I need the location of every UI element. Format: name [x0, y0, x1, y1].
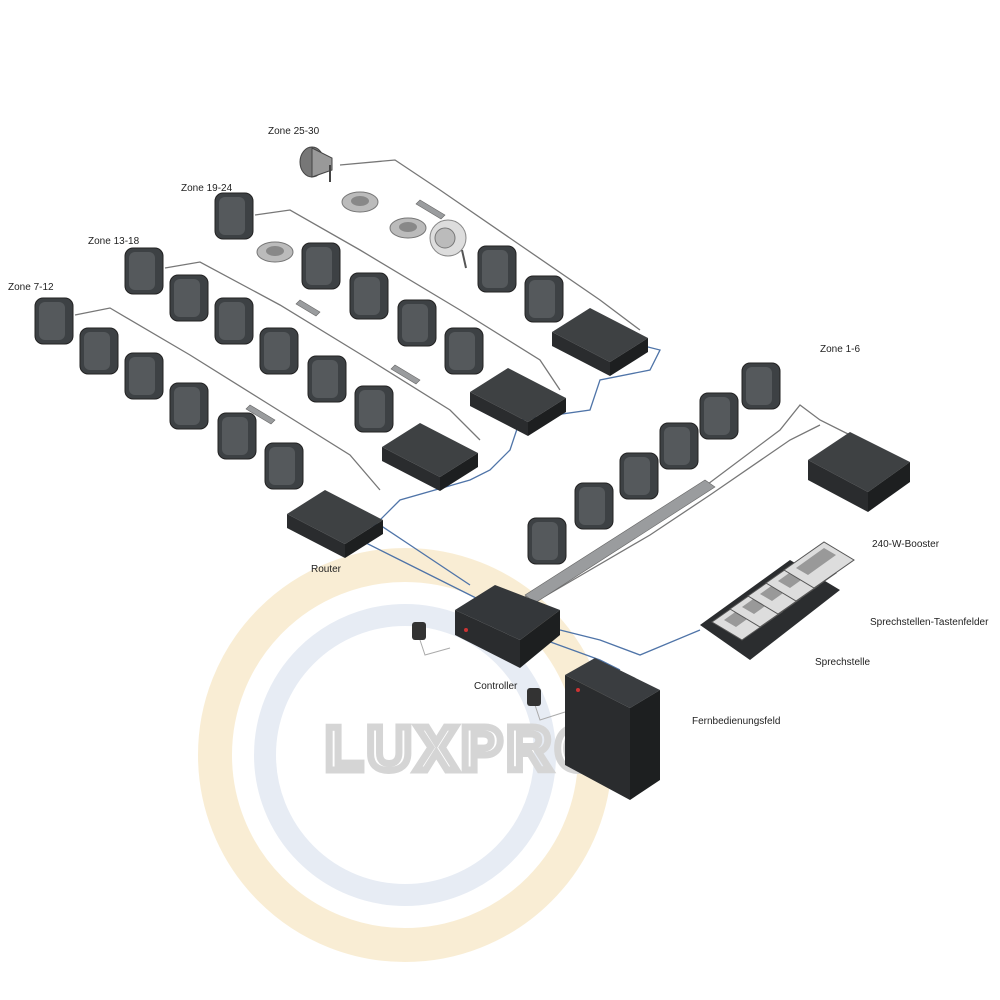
loudspeaker	[79, 327, 119, 375]
booster-240w	[808, 432, 910, 512]
projection-speaker	[429, 219, 467, 269]
label-zone-19-24: Zone 19-24	[181, 183, 233, 194]
zone-amplifier	[552, 308, 648, 376]
loudspeaker	[444, 327, 484, 375]
label-zone-1-6: Zone 1-6	[820, 344, 861, 355]
ceiling-speaker-cone	[351, 196, 369, 206]
power-adapter	[412, 622, 426, 640]
ceiling-speaker-cone	[399, 222, 417, 232]
label-zone-25-30: Zone 25-30	[268, 126, 320, 137]
controller	[455, 585, 560, 668]
loudspeaker	[34, 297, 74, 345]
loudspeaker	[169, 382, 209, 430]
zone-amplifier	[470, 368, 566, 436]
loudspeaker	[619, 452, 659, 500]
loudspeaker	[169, 274, 209, 322]
keypad-module	[783, 541, 855, 589]
label-zone-7-12: Zone 7-12	[8, 282, 54, 293]
zone-amplifier	[382, 423, 478, 491]
loudspeaker	[259, 327, 299, 375]
loudspeaker	[699, 392, 739, 440]
loudspeaker	[349, 272, 389, 320]
watermark-text: LUXPRO	[325, 715, 607, 784]
label-router: Router	[311, 564, 342, 575]
loudspeaker	[659, 422, 699, 470]
loudspeaker	[527, 517, 567, 565]
power-adapter	[527, 688, 541, 706]
loudspeaker	[477, 245, 517, 293]
loudspeaker	[307, 355, 347, 403]
loudspeaker	[217, 412, 257, 460]
loudspeaker	[124, 247, 164, 295]
label-keypads: Sprechstellen-Tastenfelder	[870, 617, 989, 628]
call-station	[700, 541, 855, 660]
remote-control-panel	[565, 658, 660, 800]
cabling	[74, 159, 861, 721]
label-zone-13-18: Zone 13-18	[88, 236, 140, 247]
loudspeaker	[214, 297, 254, 345]
loudspeaker	[574, 482, 614, 530]
loudspeaker	[524, 275, 564, 323]
label-call-station: Sprechstelle	[815, 657, 871, 668]
horn-speaker	[299, 146, 333, 182]
ceiling-speaker-cone	[266, 246, 284, 256]
loudspeaker	[397, 299, 437, 347]
speakers	[34, 192, 781, 565]
loudspeaker	[741, 362, 781, 410]
loudspeaker	[354, 385, 394, 433]
zone-amplifiers	[287, 308, 648, 558]
label-controller: Controller	[474, 681, 518, 692]
zone-amplifier	[287, 490, 383, 558]
ceiling-speakers	[256, 191, 427, 263]
label-remote-panel: Fernbedienungsfeld	[692, 716, 781, 727]
loudspeaker	[124, 352, 164, 400]
watermark-ring-inner	[254, 604, 556, 906]
loudspeaker	[301, 242, 341, 290]
loudspeaker	[214, 192, 254, 240]
label-booster: 240-W-Booster	[872, 539, 940, 550]
loudspeaker	[264, 442, 304, 490]
